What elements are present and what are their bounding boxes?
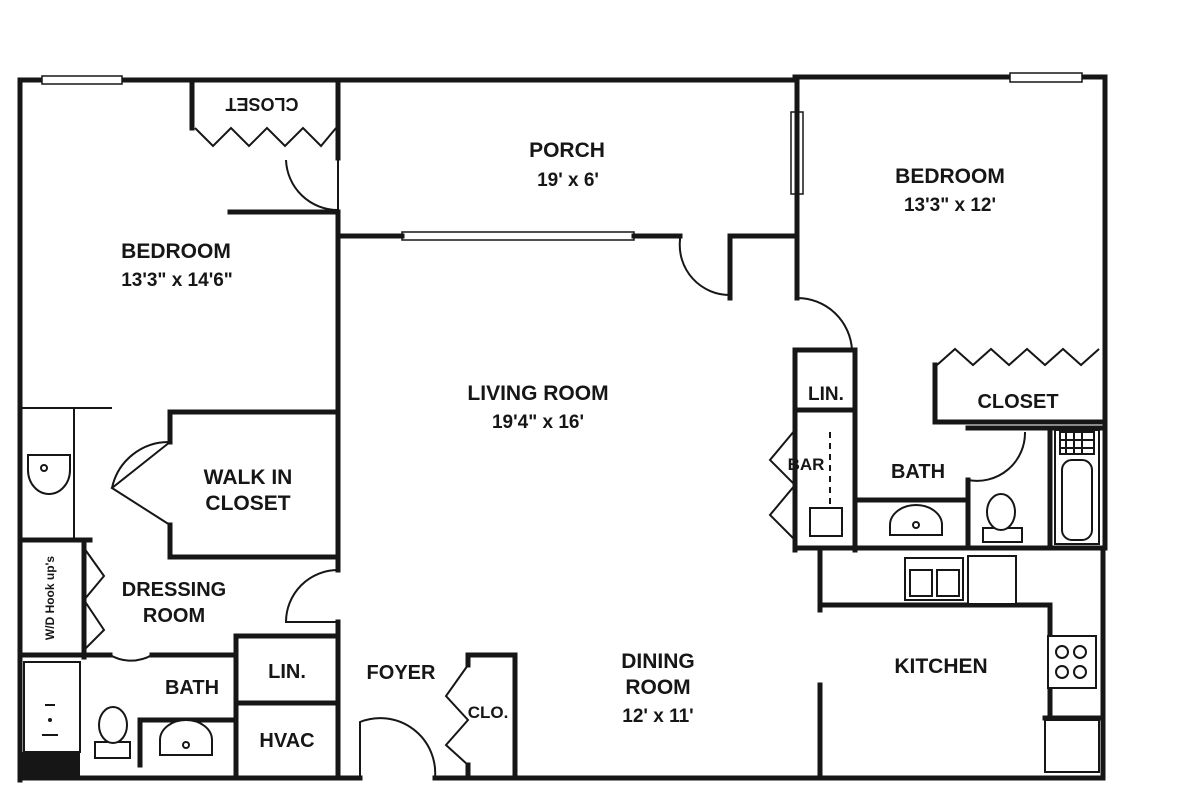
interior-walls xyxy=(17,77,1108,781)
dining-room-dims: 12' x 11' xyxy=(622,706,693,727)
lin-left-label: LIN. xyxy=(268,661,306,683)
dressing-room-line2: ROOM xyxy=(143,605,205,627)
sink-icon xyxy=(27,454,71,495)
fixtures xyxy=(20,429,1100,778)
bar-label: BAR xyxy=(788,455,825,474)
bedroom-left-label: BEDROOM xyxy=(121,240,231,263)
dressing-room-line1: DRESSING xyxy=(122,579,226,601)
walk-in-closet-line2: CLOSET xyxy=(205,492,290,515)
dining-room-label-line2: ROOM xyxy=(625,676,690,699)
porch-dims: 19' x 6' xyxy=(537,170,599,191)
bedroom-right-dims: 13'3" x 12' xyxy=(904,195,996,216)
bathtub-icon xyxy=(23,661,81,753)
walk-in-closet-line1: WALK IN xyxy=(204,466,293,489)
living-room-dims: 19'4" x 16' xyxy=(492,412,584,433)
closet-right-label: CLOSET xyxy=(977,391,1058,413)
wd-hookup-label: W/D Hook up's xyxy=(43,556,57,641)
living-room-label: LIVING ROOM xyxy=(467,382,608,405)
clo-label: CLO. xyxy=(468,703,509,722)
bath-left-label: BATH xyxy=(165,677,219,699)
bath-right-label: BATH xyxy=(891,461,945,483)
stove-icon xyxy=(1047,635,1097,689)
room-labels: PORCH 19' x 6' BEDROOM 13'3" x 14'6" BED… xyxy=(43,94,1059,752)
dining-room-label-line1: DINING xyxy=(621,650,695,673)
closet-top-label: CLOSET xyxy=(225,94,298,114)
bedroom-right-label: BEDROOM xyxy=(895,165,1005,188)
foyer-label: FOYER xyxy=(367,662,436,684)
door-swings xyxy=(109,158,1027,779)
sink-icon xyxy=(889,504,943,536)
porch-label: PORCH xyxy=(529,139,605,162)
bedroom-left-dims: 13'3" x 14'6" xyxy=(121,270,233,291)
outer-walls xyxy=(17,74,1108,783)
hvac-label: HVAC xyxy=(259,730,314,752)
refrigerator-icon xyxy=(1044,719,1100,773)
sink-icon xyxy=(159,719,213,756)
bifold-doors xyxy=(82,126,1100,766)
lin-right-label: LIN. xyxy=(808,384,844,405)
kitchen-sink-icon xyxy=(904,557,964,601)
bar-sink xyxy=(809,507,843,537)
toilet-icon xyxy=(94,741,131,759)
kitchen-label: KITCHEN xyxy=(894,655,987,678)
